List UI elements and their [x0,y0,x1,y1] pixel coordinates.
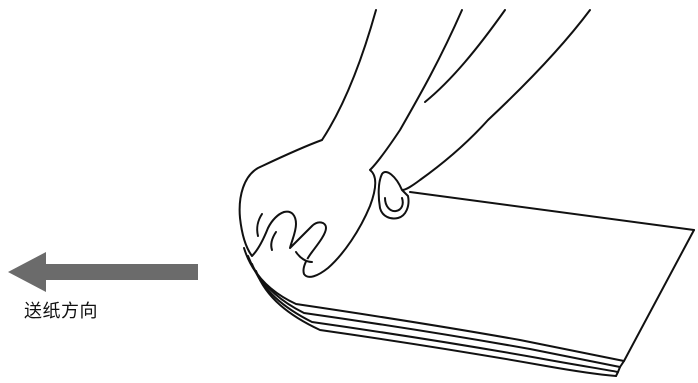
arms [322,10,590,190]
feed-direction-label: 送纸方向 [24,297,98,323]
left-arrow-icon [8,252,198,292]
right-hand [379,172,409,219]
